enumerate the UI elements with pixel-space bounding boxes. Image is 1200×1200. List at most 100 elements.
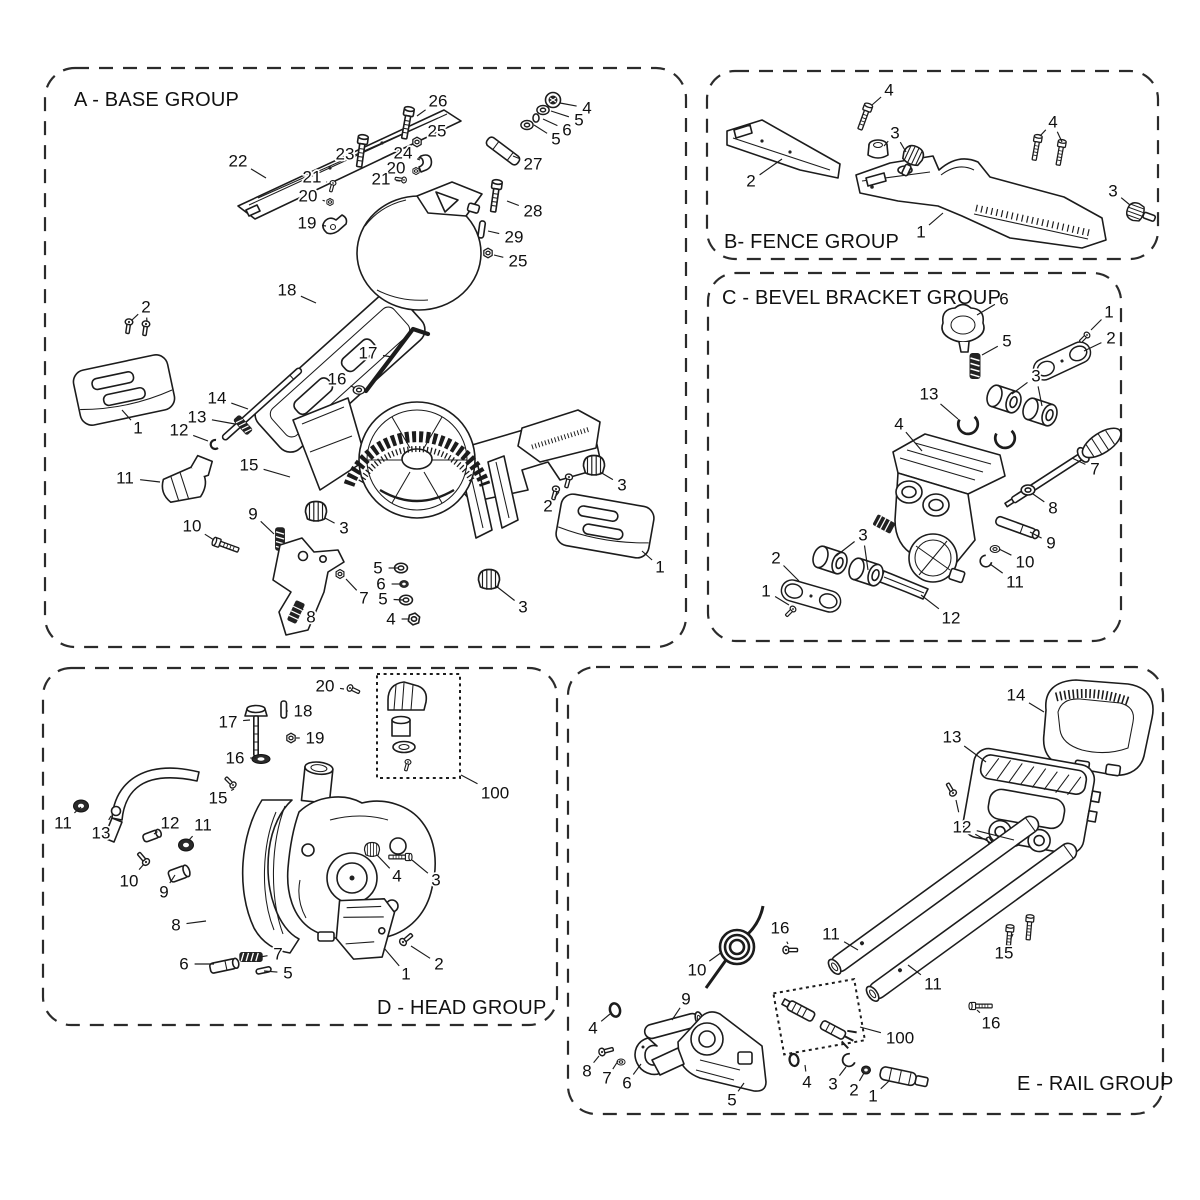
kit-100-box-d (376, 673, 461, 779)
panel-c-border (706, 271, 1123, 643)
callout-E-16: 16 (771, 919, 790, 938)
callout-leader (493, 254, 504, 258)
part-a18-base-housing (254, 181, 483, 453)
callout-leader (1011, 381, 1028, 395)
callout-C-1: 1 (1104, 303, 1113, 322)
callout-A-17: 17 (359, 344, 378, 363)
part-c3-roller (983, 382, 1025, 416)
part-d8-cover (241, 799, 300, 954)
callout-A-20: 20 (387, 159, 406, 178)
callout-leader (321, 224, 327, 227)
callout-leader (322, 199, 326, 202)
part-a20-nut (412, 166, 420, 176)
callout-leader (550, 110, 570, 118)
callout-A-14: 14 (208, 389, 227, 408)
callout-leader (559, 102, 577, 107)
callout-leader (940, 403, 959, 420)
part-c4-bevel-bracket (873, 433, 1006, 584)
part-d12-pin (142, 828, 163, 843)
callout-A-12: 12 (170, 421, 189, 440)
callout-E-14: 14 (1007, 686, 1026, 705)
callout-leader (920, 594, 940, 610)
part-c8-washer (1020, 484, 1036, 496)
callout-D-3: 3 (431, 871, 440, 890)
callout-A-19: 19 (298, 214, 317, 233)
callout-E-11: 11 (822, 925, 840, 944)
callout-leader (759, 158, 783, 176)
part-c5-spring (968, 352, 982, 380)
callout-leader (1029, 531, 1042, 539)
callout-A-27: 27 (524, 155, 543, 174)
part-c3-roller (1019, 395, 1061, 429)
part-b1-fence-body (855, 155, 1107, 249)
part-c2-link (778, 576, 844, 616)
callout-leader (324, 517, 335, 524)
callout-B-4: 4 (1048, 113, 1057, 132)
part-a10-bolt (210, 536, 241, 555)
callout-leader (975, 833, 992, 844)
part-d2-screw (397, 930, 415, 948)
callout-B-1: 1 (916, 223, 925, 242)
callout-D-4: 4 (392, 867, 401, 886)
callout-D-6: 6 (179, 955, 188, 974)
callout-A-20: 20 (299, 187, 318, 206)
callout-A-22: 22 (229, 152, 248, 171)
callout-E-5: 5 (727, 1091, 736, 1110)
callout-leader (880, 1080, 890, 1090)
part-c13-clip (955, 415, 981, 437)
callout-leader (1028, 702, 1045, 713)
panel-b-art (726, 101, 1157, 249)
part-a8-bracket (272, 537, 345, 636)
callout-leader (905, 431, 923, 452)
callout-B-3: 3 (1108, 182, 1117, 201)
callout-leader (299, 606, 304, 611)
callout-E-8: 8 (582, 1062, 591, 1081)
part-d18-pin (280, 700, 288, 719)
callout-leader (600, 1013, 611, 1022)
part-d11-grommet (73, 799, 89, 813)
callout-E-3: 3 (828, 1075, 837, 1094)
callout-D-20: 20 (316, 677, 335, 696)
callout-leader (955, 799, 960, 813)
callout-D-1: 1 (401, 965, 410, 984)
callout-leader (783, 565, 800, 582)
part-d-gearcase (286, 761, 436, 942)
callout-leader (863, 545, 869, 571)
callout-A-5: 5 (373, 559, 382, 578)
callout-leader (192, 434, 209, 442)
callout-C-1: 1 (761, 582, 770, 601)
callout-A-3: 3 (518, 598, 527, 617)
callout-leader (263, 468, 291, 478)
callout-leader (382, 354, 393, 358)
part-a11-knob (161, 454, 214, 504)
callout-C-3: 3 (858, 526, 867, 545)
callout-leader (345, 578, 358, 591)
part-a17-allen-key (363, 326, 431, 394)
callout-leader (243, 719, 251, 722)
callout-C-9: 9 (1046, 534, 1055, 553)
panel-a-art (72, 91, 655, 636)
callout-D-19: 19 (306, 729, 325, 748)
callout-A-4: 4 (582, 99, 591, 118)
callout-C-5: 5 (1002, 332, 1011, 351)
callout-A-11: 11 (116, 469, 134, 488)
callout-A-6: 6 (376, 575, 385, 594)
callout-E-10: 10 (688, 961, 707, 980)
part-e2-washer (861, 1065, 871, 1075)
callout-A-24: 24 (394, 144, 413, 163)
part-d20-screw (345, 683, 362, 697)
callout-leader (74, 806, 82, 814)
callout-D-10: 10 (120, 872, 139, 891)
callout-leader (533, 124, 548, 134)
callout-A-16: 16 (328, 370, 347, 389)
callout-D-16: 16 (226, 749, 245, 768)
callout-leader (411, 859, 429, 874)
callout-A-4: 4 (386, 610, 395, 629)
callout-leader (976, 1009, 981, 1014)
callout-B-4: 4 (884, 81, 893, 100)
callout-leader (899, 141, 907, 153)
callout-leader (737, 1082, 745, 1092)
callout-A-5: 5 (378, 590, 387, 609)
part-e8-screw (597, 1044, 615, 1058)
